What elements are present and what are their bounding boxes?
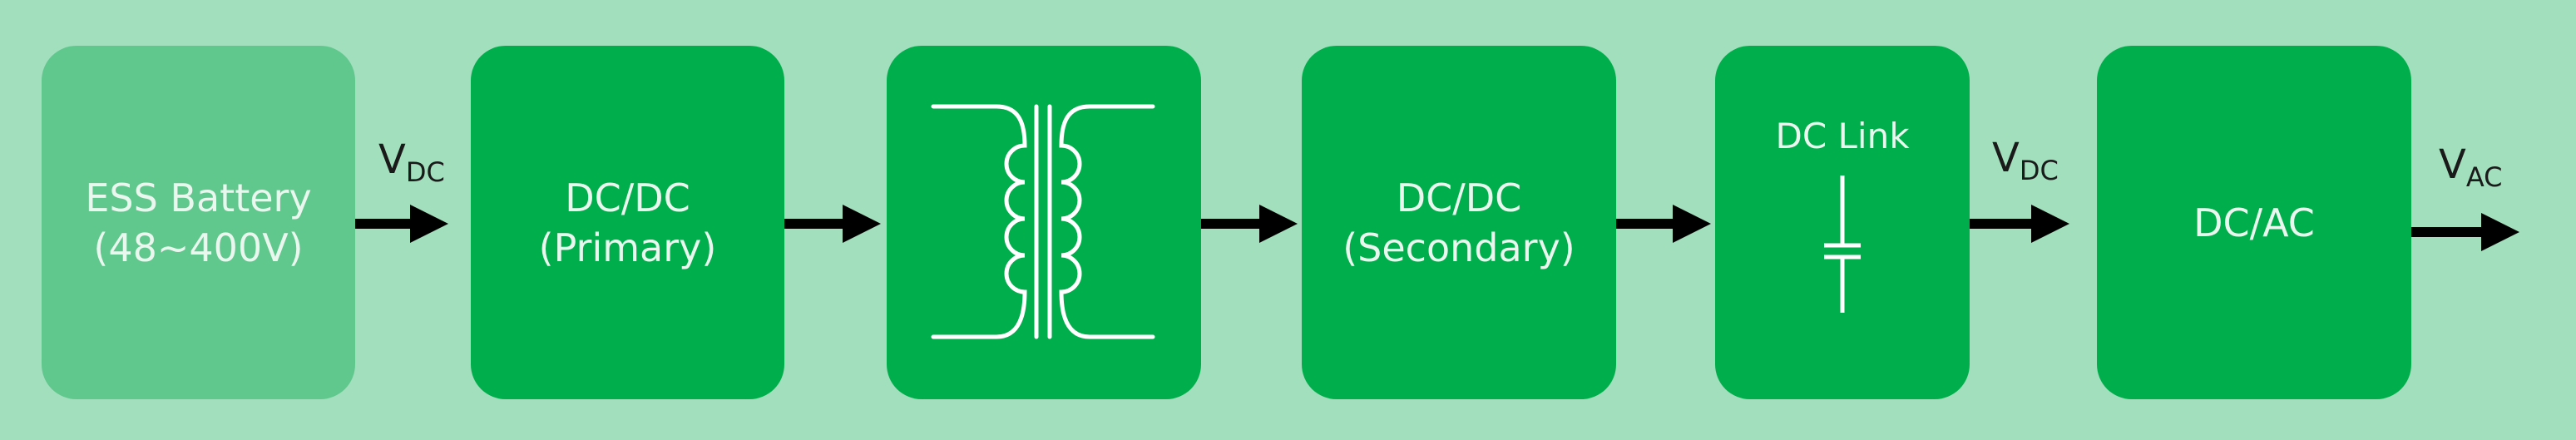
dc-link-block: DC Link: [1715, 46, 1970, 399]
vdc-label-2-sub: DC: [2019, 155, 2059, 186]
transformer-block: [887, 46, 1201, 399]
primary-winding: [931, 104, 1027, 339]
vac-label-sub: AC: [2465, 161, 2503, 193]
arrow-6-shaft: [2411, 227, 2485, 237]
vac-label: VAC: [2439, 145, 2503, 197]
vdc-label-2-main: V: [1992, 135, 2020, 181]
dcdc-secondary-block: DC/DC (Secondary): [1302, 46, 1616, 399]
arrow-1-head: [410, 205, 448, 243]
transformer-icon: [931, 104, 1155, 339]
arrow-2: [784, 205, 881, 243]
ess-battery-label: ESS Battery (48~400V): [85, 175, 312, 270]
dc-link-label: DC Link: [1775, 116, 1910, 156]
capacitor-icon: [1824, 176, 1861, 313]
arrow-6-head: [2481, 213, 2519, 251]
arrow-5: [1970, 205, 2069, 243]
dcdc-secondary-label: DC/DC (Secondary): [1342, 175, 1575, 270]
vac-label-main: V: [2439, 141, 2466, 188]
arrow-3: [1201, 205, 1298, 243]
vdc-label-1-sub: DC: [405, 156, 445, 188]
dcdc-primary-block: DC/DC (Primary): [471, 46, 784, 399]
dcdc-primary-label: DC/DC (Primary): [538, 175, 717, 270]
arrow-3-shaft: [1201, 219, 1263, 229]
dcac-block: DC/AC: [2097, 46, 2411, 399]
arrow-6: [2411, 213, 2519, 251]
arrow-1: [355, 205, 448, 243]
vdc-label-2: VDC: [1992, 138, 2059, 190]
dcac-label: DC/AC: [2193, 200, 2315, 245]
ess-battery-block: ESS Battery (48~400V): [42, 46, 355, 399]
secondary-winding: [1059, 104, 1155, 339]
arrow-5-head: [2031, 205, 2069, 243]
arrow-2-shaft: [784, 219, 846, 229]
arrow-5-shaft: [1970, 219, 2035, 229]
vdc-label-1-main: V: [378, 136, 406, 183]
arrow-4-shaft: [1616, 219, 1676, 229]
arrow-4: [1616, 205, 1711, 243]
vdc-label-1: VDC: [378, 140, 445, 192]
arrow-1-shaft: [355, 219, 413, 229]
arrow-3-head: [1259, 205, 1298, 243]
arrow-2-head: [843, 205, 881, 243]
arrow-4-head: [1673, 205, 1711, 243]
